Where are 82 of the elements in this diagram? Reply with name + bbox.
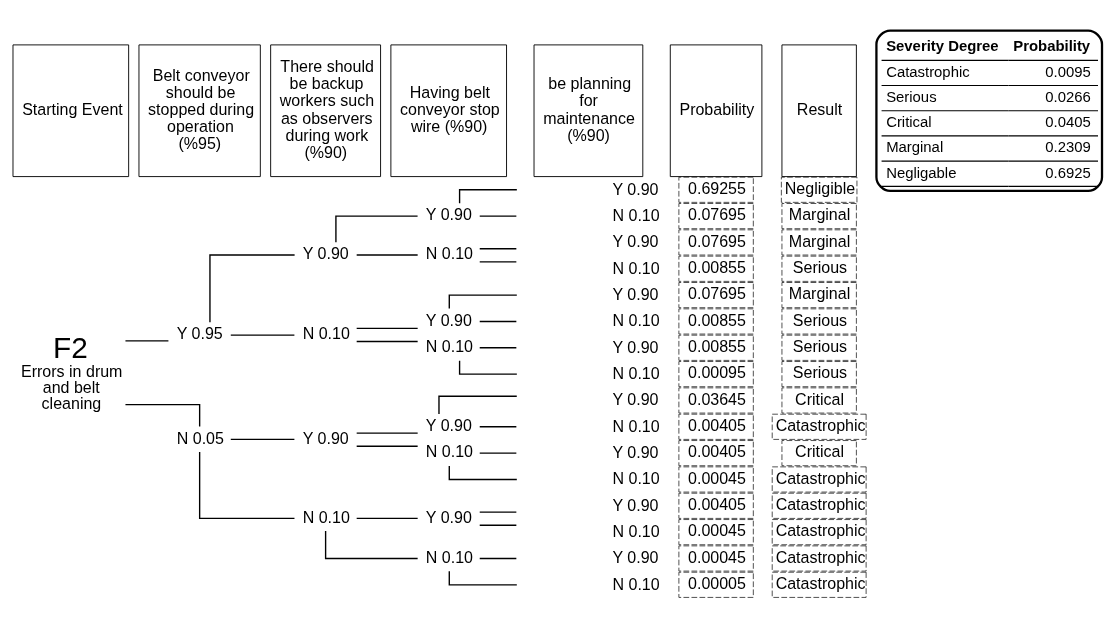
- node-text: Y 0.90: [612, 495, 659, 514]
- node-label: Serious: [792, 336, 848, 355]
- node-label: Catastrophic: [775, 573, 866, 592]
- node-label: Catastrophic: [775, 468, 866, 487]
- label: 0.0405: [1045, 113, 1091, 130]
- label: Starting Event: [22, 99, 123, 118]
- node-text: Y 0.90: [612, 231, 659, 250]
- label: 0.0266: [1045, 88, 1091, 105]
- label: Serious: [886, 88, 937, 105]
- node-text: N 0.10: [612, 574, 660, 593]
- node-text: Y 0.90: [425, 204, 472, 223]
- node-text: Y 0.90: [425, 310, 472, 329]
- node-text: N 0.10: [612, 258, 660, 277]
- node-label: 0.00405: [688, 415, 746, 434]
- label: Belt conveyor should be stopped during operation (%95): [148, 65, 255, 152]
- label: Having belt conveyor stop wire (%90): [400, 82, 500, 135]
- node-text: N 0.05: [176, 428, 224, 447]
- node-text: Y 0.90: [612, 179, 659, 198]
- node-text: N 0.10: [425, 441, 473, 460]
- node-label: Catastrophic: [775, 494, 866, 513]
- node-text: N 0.10: [612, 416, 660, 435]
- node-label: 0.03645: [688, 389, 746, 408]
- node-label: Negligible: [784, 178, 856, 197]
- label: There should be backup workers such as observers during work (%90): [279, 56, 375, 161]
- node-label: 0.00855: [688, 336, 746, 355]
- node-label: Serious: [792, 310, 848, 329]
- node-text: Y 0.95: [176, 323, 223, 342]
- node-text: N 0.10: [302, 323, 350, 342]
- node-text: Y 0.90: [302, 243, 349, 262]
- label: 0.6925: [1045, 164, 1091, 181]
- node-text: N 0.10: [302, 507, 350, 526]
- node-label: Critical: [795, 441, 845, 460]
- node-label: 0.00405: [688, 441, 746, 460]
- node-label: 0.00095: [688, 362, 746, 381]
- node-text: N 0.10: [425, 547, 473, 566]
- node-text: Y 0.90: [302, 428, 349, 447]
- label: Result: [796, 99, 843, 118]
- label: 0.2309: [1045, 138, 1091, 155]
- label: Probability: [679, 99, 755, 118]
- node-label: Catastrophic: [775, 415, 866, 434]
- node-text: Y 0.90: [425, 507, 472, 526]
- node-text: Y 0.90: [425, 415, 472, 434]
- node-text: N 0.10: [425, 243, 473, 262]
- label: be planning for maintenance (%90): [543, 73, 635, 144]
- node-text: Y 0.90: [612, 442, 659, 461]
- node-text: F2 Errors in drum and belt cleaning: [21, 330, 123, 412]
- node-text: Y 0.90: [612, 284, 659, 303]
- node-text: N 0.10: [612, 468, 660, 487]
- node-label: 0.00005: [688, 573, 746, 592]
- node-label: 0.00045: [688, 547, 746, 566]
- node-text: N 0.10: [612, 521, 660, 540]
- node-label: 0.07695: [688, 231, 746, 250]
- node-label: 0.00045: [688, 520, 746, 539]
- label: Probability: [1013, 37, 1091, 54]
- node-text: Y 0.90: [612, 389, 659, 408]
- label: Severity Degree: [886, 37, 999, 54]
- node-label: 0.07695: [688, 283, 746, 302]
- label: Negligable: [886, 164, 957, 181]
- node-text: N 0.10: [612, 310, 660, 329]
- label: Marginal: [886, 138, 944, 155]
- node-text: N 0.10: [612, 363, 660, 382]
- node-label: Marginal: [788, 231, 851, 250]
- node-label: Marginal: [788, 204, 851, 223]
- node-label: 0.00855: [688, 257, 746, 276]
- node-label: Catastrophic: [775, 547, 866, 566]
- node-label: Marginal: [788, 283, 851, 302]
- node-label: Serious: [792, 257, 848, 276]
- node-label: Serious: [792, 362, 848, 381]
- node-text: N 0.10: [425, 336, 473, 355]
- node-text: Y 0.90: [612, 337, 659, 356]
- label: Critical: [886, 113, 932, 130]
- node-label: Catastrophic: [775, 520, 866, 539]
- label: Catastrophic: [886, 63, 970, 80]
- label: 0.0095: [1045, 63, 1091, 80]
- node-label: 0.00855: [688, 310, 746, 329]
- node-label: 0.07695: [688, 204, 746, 223]
- node-label: Critical: [795, 389, 845, 408]
- node-label: 0.00405: [688, 494, 746, 513]
- node-label: 0.00045: [688, 468, 746, 487]
- node-text: Y 0.90: [612, 547, 659, 566]
- node-text: N 0.10: [612, 205, 660, 224]
- node-label: 0.69255: [688, 178, 746, 197]
